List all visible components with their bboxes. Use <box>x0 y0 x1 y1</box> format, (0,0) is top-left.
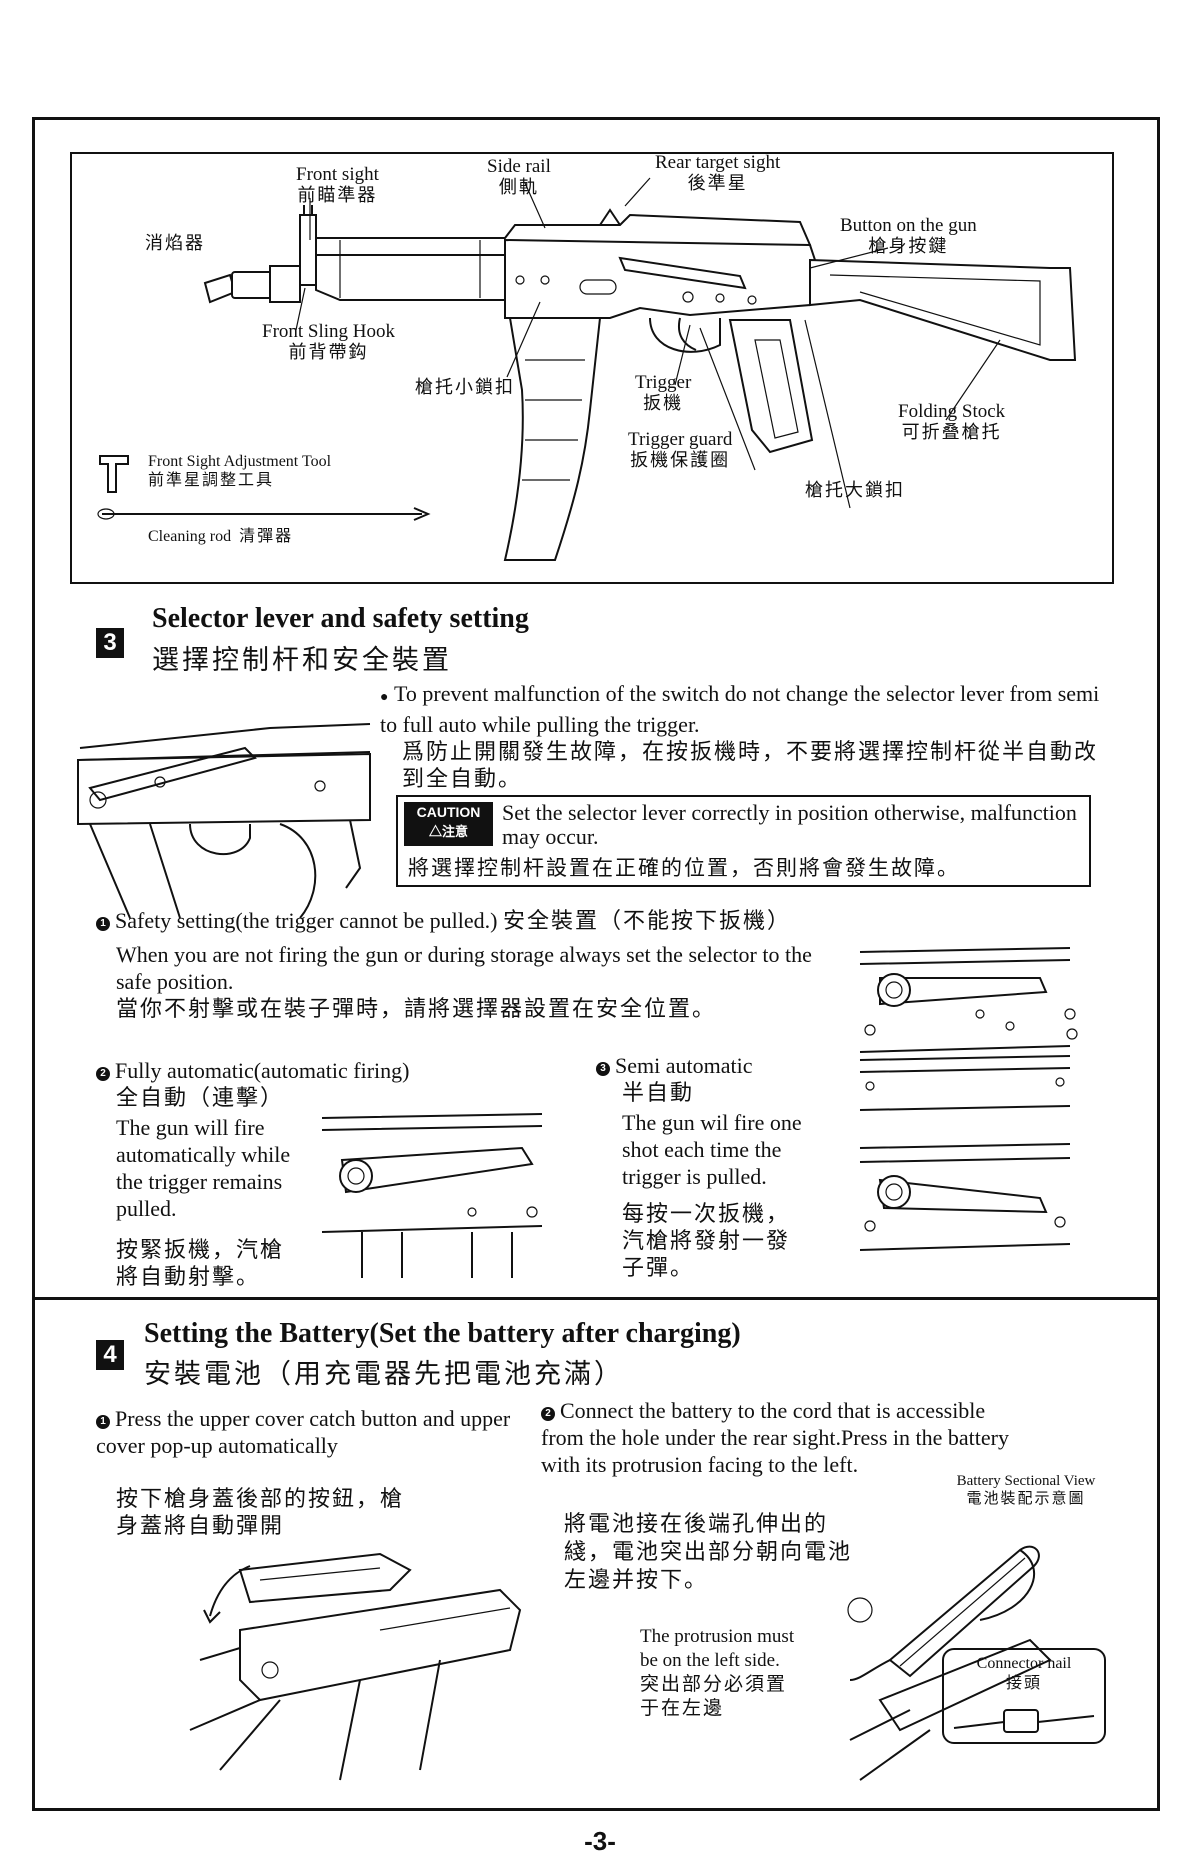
adjustment-tool-icon <box>99 455 129 493</box>
safety-text: When you are not firing the gun or durin… <box>116 942 812 1021</box>
label-cleaning-rod: Cleaning rod 清彈器 <box>148 528 294 545</box>
battery-step-2-zh: 將電池接在後端孔伸出的綫，電池突出部分朝向電池左邊并按下。 <box>564 1511 853 1592</box>
connector-icon <box>953 1709 1095 1733</box>
cleaning-rod-icon <box>97 507 431 521</box>
selector-illustration <box>77 723 371 919</box>
upper-cover-illustration <box>189 1552 522 1781</box>
caution-text: Set the selector lever correctly in posi… <box>502 800 1077 849</box>
connector-callout: Connector nail 接頭 <box>942 1648 1106 1744</box>
full-auto-diagram <box>321 1113 543 1278</box>
caution-text-zh: 將選擇控制杆設置在正確的位置，否則將會發生故障。 <box>408 856 960 880</box>
parts-diagram-box <box>70 152 1114 584</box>
safe-position-diagram <box>859 947 1078 1053</box>
semi-auto-text: The gun wil fire one shot each time the … <box>622 1110 802 1280</box>
semi-auto-diagram <box>859 1055 1071 1251</box>
battery-sectional-view-label: Battery Sectional View 電池裝配示意圖 <box>956 1473 1096 1507</box>
section-4-number: 4 <box>96 1340 124 1370</box>
section-3-number: 3 <box>96 628 124 658</box>
section-3-title: Selector lever and safety setting <box>152 603 529 634</box>
label-stock-small-lock: 槍托小鎖扣 <box>415 377 515 397</box>
battery-illustration <box>847 1545 1052 1781</box>
rifle-illustration <box>203 177 1077 561</box>
section-4-title: Setting the Battery(Set the battery afte… <box>144 1318 741 1349</box>
page-number: -3- <box>584 1826 616 1856</box>
label-flash-hider: 消焰器 <box>145 233 205 253</box>
page-frame <box>32 117 1160 1811</box>
section-divider <box>32 1297 1160 1300</box>
caution-badge: CAUTION △注意 <box>404 802 493 846</box>
full-auto-heading-zh: 全自動（連擊） <box>116 1085 285 1110</box>
section-4-title-zh: 安裝電池（用充電器先把電池充滿） <box>144 1359 624 1389</box>
section-3-title-zh: 選擇控制杆和安全裝置 <box>152 645 452 675</box>
full-auto-text: The gun will fire automatically while th… <box>116 1115 291 1289</box>
semi-auto-heading-zh: 半自動 <box>622 1080 695 1105</box>
protrusion-note: The protrusion must be on the left side.… <box>640 1626 795 1719</box>
label-adjustment-tool: Front Sight Adjustment Tool 前準星調整工具 <box>148 453 332 489</box>
selector-note: ● To prevent malfunction of the switch d… <box>380 681 1100 791</box>
caution-box: CAUTION △注意 Set the selector lever corre… <box>396 795 1091 887</box>
label-stock-big-lock: 槍托大鎖扣 <box>805 480 905 500</box>
battery-step-1-zh: 按下槍身蓋後部的按鈕，槍身蓋將自動彈開 <box>116 1486 405 1538</box>
